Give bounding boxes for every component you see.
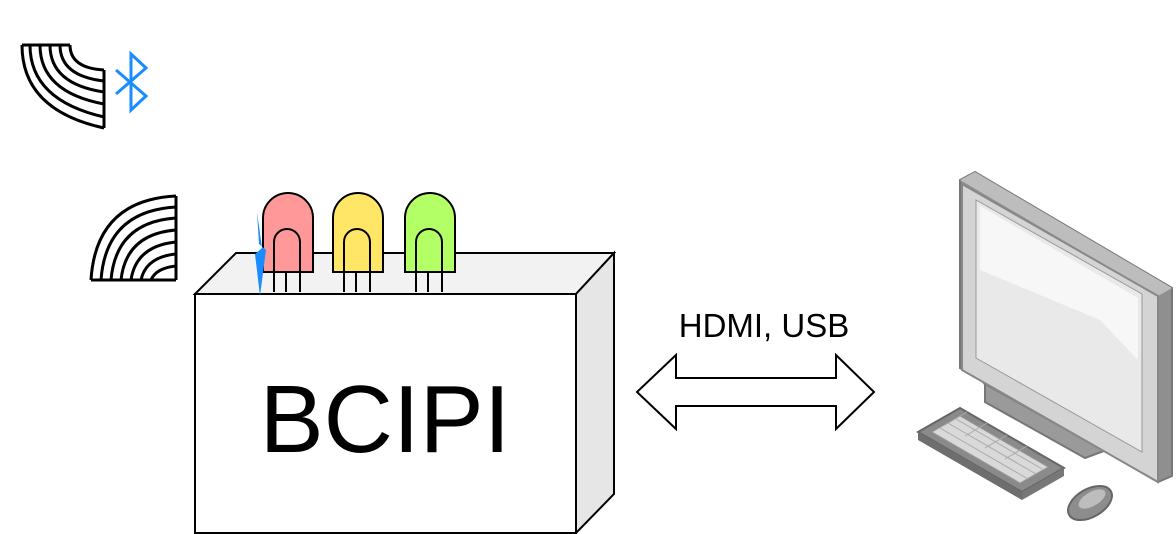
led-group <box>262 192 456 292</box>
bluetooth-spark-icon <box>255 212 266 296</box>
keyboard <box>915 406 1067 500</box>
connection-label: HDMI, USB <box>679 307 850 344</box>
bluetooth-icon <box>115 50 149 114</box>
device-label: BCIPI <box>260 366 511 473</box>
device-side-face <box>575 250 615 534</box>
wireless-signal-icon <box>89 194 178 282</box>
bcipi-device: BCIPI <box>192 250 617 534</box>
double-arrow-icon <box>635 352 876 432</box>
wireless-bluetooth-icon <box>20 43 149 130</box>
led-red <box>262 192 314 292</box>
led-yellow <box>332 192 384 292</box>
mouse <box>1067 484 1113 522</box>
desktop-computer-icon <box>915 170 1173 522</box>
device-front-face <box>194 293 577 534</box>
led-green <box>404 192 456 292</box>
